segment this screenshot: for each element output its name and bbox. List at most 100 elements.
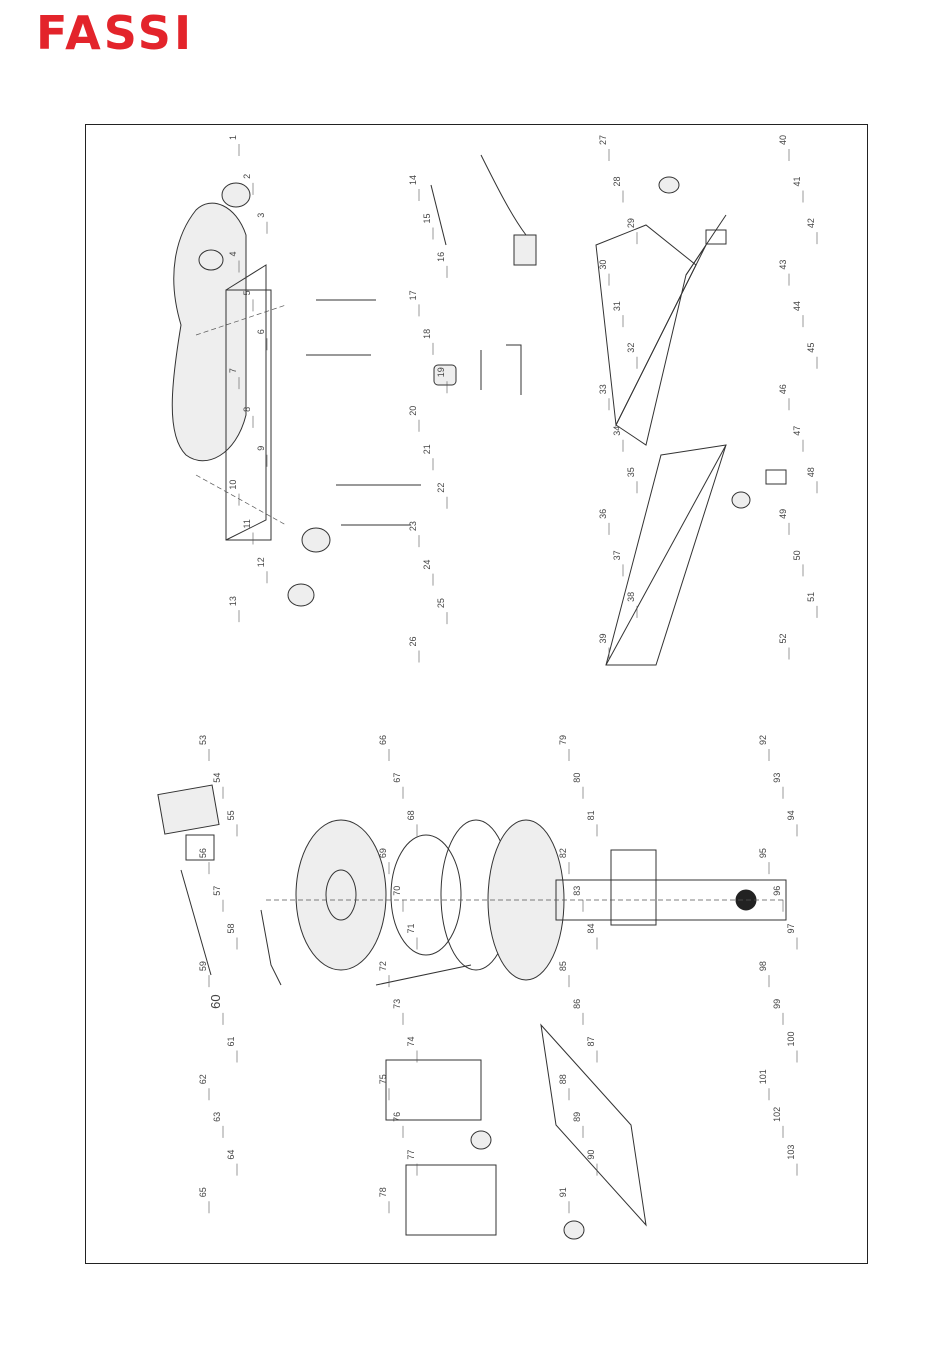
- fassi-logo: FASSI: [36, 6, 195, 60]
- part-label-32: 32: [626, 343, 636, 353]
- part-label-36: 36: [598, 509, 608, 519]
- part-label-19: 19: [436, 367, 446, 377]
- part-label-66: 66: [378, 735, 388, 745]
- housing-71: [610, 849, 657, 926]
- part-label-31: 31: [612, 301, 622, 311]
- part-label-59: 59: [198, 961, 208, 971]
- part-label-33: 33: [598, 384, 608, 394]
- knob-103: [433, 364, 457, 386]
- part-label-5: 5: [242, 290, 252, 295]
- part-label-80: 80: [572, 773, 582, 783]
- part-label-65: 65: [198, 1187, 208, 1197]
- part-label-63: 63: [212, 1112, 222, 1122]
- part-label-72: 72: [378, 961, 388, 971]
- part-label-50: 50: [792, 550, 802, 560]
- exploded-parts-diagram: 1234567891011121314151617181920212223242…: [157, 135, 818, 1240]
- part-label-94: 94: [786, 810, 796, 820]
- part-label-16: 16: [436, 252, 446, 262]
- seat-assembly: [171, 182, 421, 607]
- base-rail-assembly: [595, 176, 787, 666]
- part-label-70: 70: [392, 886, 402, 896]
- bracket-86: [185, 834, 215, 861]
- part-label-93: 93: [772, 773, 782, 783]
- seat-cushion: [171, 202, 247, 462]
- part-label-35: 35: [626, 467, 636, 477]
- part-label-57: 57: [212, 886, 222, 896]
- part-label-26: 26: [408, 637, 418, 647]
- part-label-9: 9: [256, 446, 266, 451]
- frame-part-6: [405, 1164, 497, 1236]
- seat-wheel-d: [287, 583, 315, 607]
- part-label-99: 99: [772, 999, 782, 1009]
- rail-wheel-mid: [731, 491, 751, 509]
- part-label-103: 103: [786, 1145, 796, 1160]
- part-label-24: 24: [422, 560, 432, 570]
- part-label-27: 27: [598, 135, 608, 145]
- part-label-71: 71: [406, 923, 416, 933]
- part-label-44: 44: [792, 301, 802, 311]
- part-label-1: 1: [228, 135, 238, 140]
- part-label-79: 79: [558, 735, 568, 745]
- part-label-3: 3: [256, 213, 266, 218]
- part-label-69: 69: [378, 848, 388, 858]
- flywheel-31: [295, 819, 387, 971]
- part-label-64: 64: [226, 1150, 236, 1160]
- frame-wheel-bottom: [563, 1220, 585, 1240]
- part-label-45: 45: [806, 343, 816, 353]
- part-label-85: 85: [558, 961, 568, 971]
- part-label-55: 55: [226, 810, 236, 820]
- part-label-12: 12: [256, 557, 266, 567]
- part-label-49: 49: [778, 509, 788, 519]
- part-label-13: 13: [228, 596, 238, 606]
- frame-wheel-left: [470, 1130, 492, 1150]
- part-label-58: 58: [226, 923, 236, 933]
- frame-part-75: [540, 1023, 647, 1227]
- frame-part-7: [385, 1059, 482, 1121]
- cable-100: [430, 184, 447, 246]
- part-label-10: 10: [228, 480, 238, 490]
- cable-64: [480, 154, 527, 236]
- part-label-62: 62: [198, 1074, 208, 1084]
- part-label-20: 20: [408, 406, 418, 416]
- part-label-8: 8: [242, 407, 252, 412]
- connector-64: [513, 234, 537, 266]
- part-label-38: 38: [626, 592, 636, 602]
- part-label-89: 89: [572, 1112, 582, 1122]
- part-label-21: 21: [422, 444, 432, 454]
- part-label-87: 87: [586, 1037, 596, 1047]
- flywheel-assembly: [266, 819, 787, 981]
- part-label-76: 76: [392, 1112, 402, 1122]
- part-label-97: 97: [786, 923, 796, 933]
- part-label-4: 4: [228, 252, 238, 257]
- part-label-40: 40: [778, 135, 788, 145]
- part-label-6: 6: [256, 329, 266, 334]
- part-label-14: 14: [408, 175, 418, 185]
- part-label-75: 75: [378, 1074, 388, 1084]
- part-label-77: 77: [406, 1150, 416, 1160]
- frame-part-58: [375, 964, 472, 986]
- part-label-101: 101: [758, 1069, 768, 1084]
- part-label-86: 86: [572, 999, 582, 1009]
- handle-rod-10: [180, 869, 212, 976]
- part-label-68: 68: [406, 810, 416, 820]
- part-label-56: 56: [198, 848, 208, 858]
- allen-key-101: [506, 344, 522, 395]
- part-label-41: 41: [792, 177, 802, 187]
- part-label-51: 51: [806, 592, 816, 602]
- accessories: [430, 154, 537, 395]
- rail-bracket-56: [705, 229, 727, 245]
- seat-wheel-a: [221, 182, 251, 208]
- rail-long-edge-2: [685, 214, 727, 276]
- part-label-61: 61: [226, 1037, 236, 1047]
- part-label-95: 95: [758, 848, 768, 858]
- part-label-23: 23: [408, 521, 418, 531]
- part-label-90: 90: [586, 1150, 596, 1160]
- rail-part-3: [595, 224, 697, 427]
- part-label-88: 88: [558, 1074, 568, 1084]
- seat-guide-line-2: [195, 474, 287, 526]
- seat-wheel-c: [301, 527, 331, 553]
- part-label-82: 82: [558, 848, 568, 858]
- part-label-group: 1234567891011121314151617181920212223242…: [198, 135, 818, 1214]
- part-label-92: 92: [758, 735, 768, 745]
